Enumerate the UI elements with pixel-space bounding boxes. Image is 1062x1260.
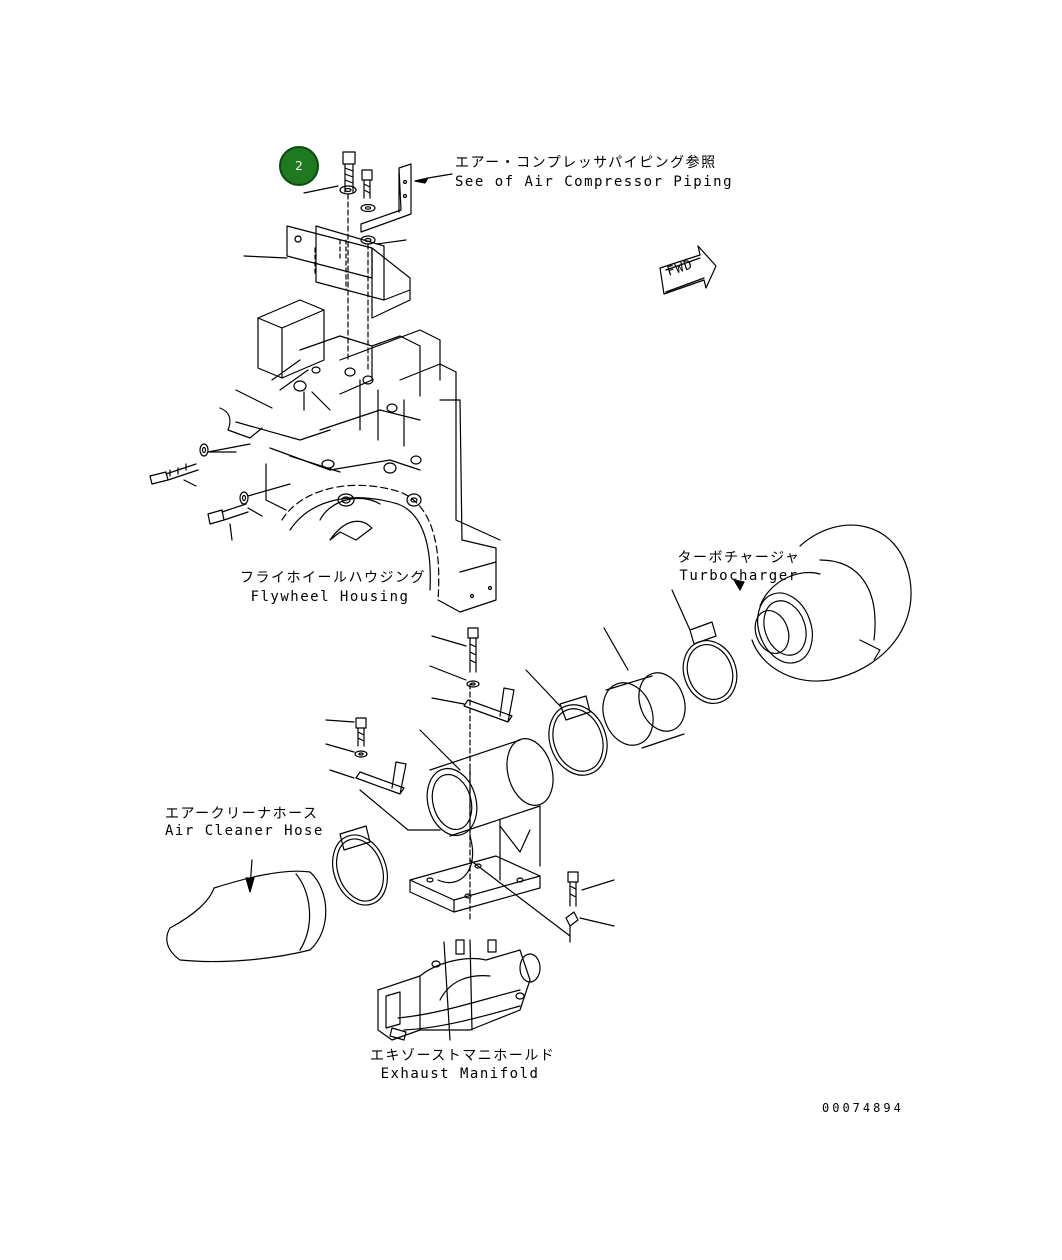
elbow-fasteners	[326, 628, 614, 942]
callout-number: 2	[295, 159, 303, 173]
air-connector-elbow	[410, 730, 570, 936]
flywheel-housing-label-jp: フライホイールハウジング	[240, 570, 426, 586]
fwd-arrow	[660, 246, 716, 294]
flywheel-housing-label-en: Flywheel Housing	[250, 589, 410, 605]
connector-sleeve	[595, 628, 693, 752]
exhaust-manifold	[378, 940, 540, 1040]
clamp-middle	[526, 670, 617, 783]
drawing-number: 00074894	[822, 1101, 904, 1115]
turbocharger	[734, 525, 911, 681]
exhaust-manifold-label-jp: エキゾーストマニホールド	[370, 1048, 556, 1064]
exhaust-manifold-label-en: Exhaust Manifold	[380, 1066, 540, 1082]
flywheel-housing	[150, 300, 500, 612]
top-bolts-group	[304, 152, 452, 244]
air-compressor-label-en: See of Air Compressor Piping	[455, 174, 734, 190]
clamp-right	[672, 590, 745, 711]
air-cleaner-hose-label-jp: エアークリーナホース	[165, 806, 319, 822]
top-plate-bracket	[244, 226, 410, 318]
air-cleaner-hose	[167, 860, 326, 962]
callout-2[interactable]: 2	[279, 146, 319, 186]
clamp-left	[323, 826, 396, 913]
turbocharger-label-jp: ターボチャージャ	[677, 550, 801, 566]
turbocharger-label-en: Turbocharger	[679, 568, 799, 584]
air-cleaner-hose-label-en: Air Cleaner Hose	[165, 823, 324, 839]
air-compressor-label-jp: エアー・コンプレッサパイピング参照	[455, 155, 717, 171]
